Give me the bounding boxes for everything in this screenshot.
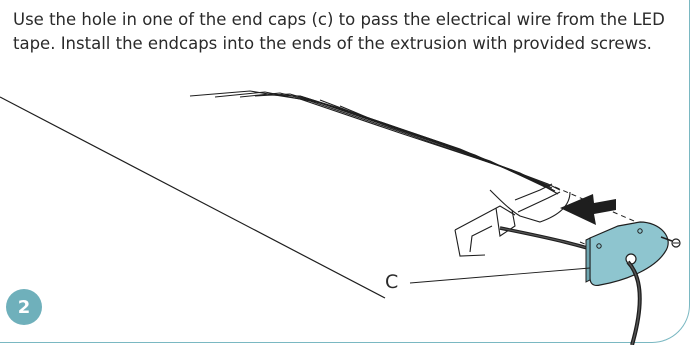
arrow-icon [560,194,616,225]
instruction-text: Use the hole in one of the end caps (c) … [13,10,665,53]
endcap-icon [589,221,669,287]
extrusion-edge-line [0,96,386,299]
step-number-badge: 2 [6,289,42,325]
extrusion-profile [189,90,571,257]
endcap-hole-top [637,228,643,234]
screw-icon [660,236,681,248]
callout-label-c: C [385,271,399,293]
endcap-hole-left [596,243,602,249]
wire-tail-highlight [627,261,641,345]
callout-leader-line [409,267,591,284]
endcap-edge [585,237,591,283]
